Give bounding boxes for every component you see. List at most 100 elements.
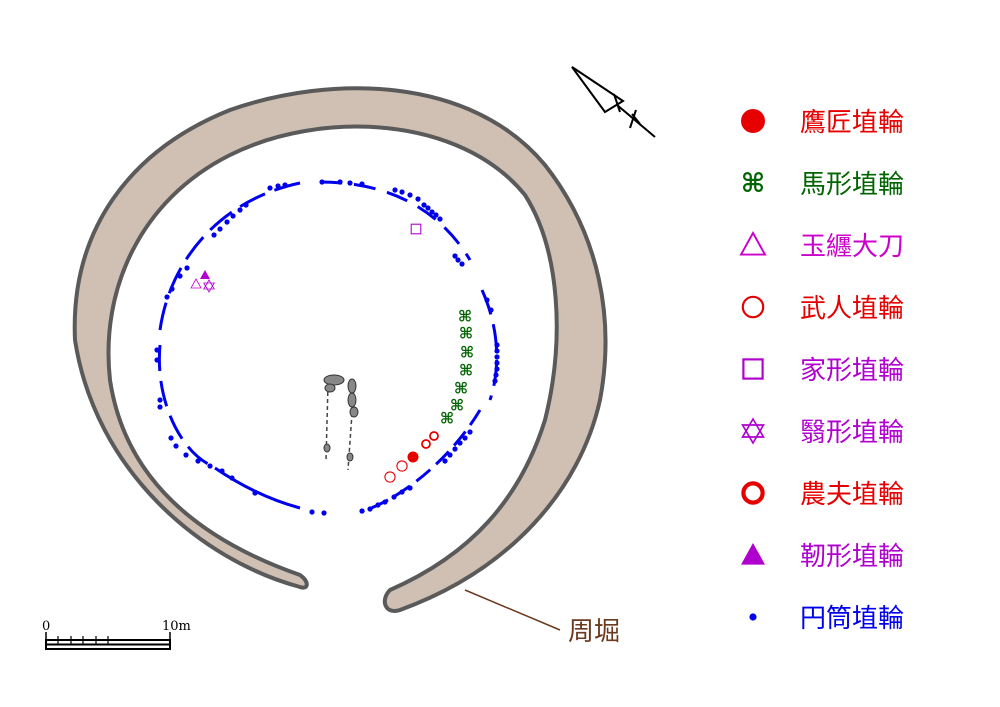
legend-label-house: 家形埴輪 bbox=[800, 356, 904, 386]
legend-label-warrior: 武人埴輪 bbox=[800, 294, 904, 324]
cylinder-haniwa-dot bbox=[467, 429, 473, 435]
warrior-haniwa-marker bbox=[396, 460, 408, 472]
cylinder-marker-icon bbox=[749, 613, 757, 621]
scale-bar: 0 10m bbox=[42, 619, 191, 650]
cylinder-haniwa-dots bbox=[154, 179, 500, 516]
svg-text:⌘: ⌘ bbox=[454, 379, 468, 397]
cylinder-haniwa-dot bbox=[219, 468, 225, 474]
cylinder-haniwa-dot bbox=[309, 509, 315, 515]
legend-item-house: 家形埴輪 bbox=[742, 356, 904, 386]
cylinder-haniwa-dot bbox=[457, 440, 463, 446]
cylinder-haniwa-dot bbox=[243, 202, 249, 208]
cylinder-haniwa-dot bbox=[230, 213, 236, 219]
cylinder-haniwa-dot bbox=[359, 181, 365, 187]
svg-text:⌘: ⌘ bbox=[459, 361, 473, 379]
ki-marker-icon bbox=[741, 417, 765, 445]
cylinder-haniwa-dot bbox=[168, 435, 174, 441]
legend-label-farmer: 農夫埴輪 bbox=[800, 480, 904, 510]
farmer-marker-icon bbox=[741, 481, 765, 505]
farmer-haniwa-marker bbox=[421, 439, 431, 449]
cylinder-haniwa-dot bbox=[452, 253, 458, 259]
cylinder-haniwa-dot bbox=[267, 185, 273, 191]
legend-item-sword: 玉纒大刀 bbox=[739, 231, 904, 262]
cylinder-haniwa-dot bbox=[217, 226, 223, 232]
house-marker-icon bbox=[742, 358, 764, 380]
cylinder-haniwa-dot bbox=[359, 508, 365, 514]
moat-leader-line bbox=[464, 589, 561, 631]
cylinder-haniwa-dot bbox=[429, 209, 435, 215]
cylinder-haniwa-dot bbox=[452, 446, 458, 452]
cylinder-haniwa-dot bbox=[321, 510, 327, 516]
sword-marker-icon bbox=[739, 231, 767, 256]
farmer-haniwa-marker bbox=[429, 431, 439, 441]
haniwa-markers: ⌘⌘⌘⌘⌘⌘⌘ bbox=[190, 223, 474, 483]
cylinder-haniwa-dot bbox=[183, 452, 189, 458]
cylinder-haniwa-dot bbox=[229, 475, 235, 481]
cylinder-haniwa-dot bbox=[347, 180, 353, 186]
cylinder-haniwa-dot bbox=[195, 458, 201, 464]
svg-text:⌘: ⌘ bbox=[459, 324, 473, 342]
cylinder-haniwa-dot bbox=[459, 261, 465, 267]
legend-label-horse: 馬形埴輪 bbox=[800, 170, 904, 200]
cylinder-haniwa-dot bbox=[375, 502, 381, 508]
svg-text:⌘: ⌘ bbox=[460, 343, 474, 361]
cylinder-haniwa-dot bbox=[494, 342, 500, 348]
horse-haniwa-marker: ⌘ bbox=[440, 409, 454, 427]
cylinder-haniwa-dot bbox=[173, 443, 179, 449]
cylinder-haniwa-dot bbox=[425, 205, 431, 211]
horse-haniwa-marker: ⌘ bbox=[450, 396, 464, 414]
ki-haniwa-marker bbox=[203, 279, 215, 293]
legend-item-horse: ⌘ 馬形埴輪 bbox=[741, 168, 904, 200]
cylinder-haniwa-dot bbox=[337, 179, 343, 185]
legend-label-cylinder: 円筒埴輪 bbox=[800, 604, 904, 634]
legend-item-yugi: 靭形埴輪 bbox=[741, 542, 904, 572]
horse-haniwa-marker: ⌘ bbox=[459, 361, 473, 379]
horse-haniwa-marker: ⌘ bbox=[459, 324, 473, 342]
sword-haniwa-marker bbox=[190, 278, 202, 289]
cylinder-haniwa-dot bbox=[494, 354, 500, 360]
hawk-marker-icon bbox=[741, 109, 765, 133]
cylinder-haniwa-dot bbox=[437, 216, 443, 222]
cylinder-haniwa-dot bbox=[484, 297, 490, 303]
cylinder-haniwa-dot bbox=[407, 485, 413, 491]
cylinder-haniwa-dot bbox=[433, 212, 439, 218]
cylinder-haniwa-dot bbox=[157, 404, 163, 410]
cylinder-haniwa-dot bbox=[319, 179, 325, 185]
north-arrow-icon bbox=[571, 66, 656, 138]
legend-item-hawk: 鷹匠埴輪 bbox=[741, 108, 904, 138]
cylinder-haniwa-dot bbox=[207, 463, 213, 469]
svg-text:⌘: ⌘ bbox=[741, 168, 765, 199]
legend-item-farmer: 農夫埴輪 bbox=[741, 480, 904, 510]
cylinder-haniwa-dot bbox=[252, 490, 258, 496]
scale-start-label: 0 bbox=[42, 619, 50, 634]
scale-end-label: 10m bbox=[162, 619, 191, 634]
cylinder-haniwa-dot bbox=[399, 489, 405, 495]
cylinder-haniwa-dot bbox=[169, 286, 175, 292]
burial-chamber bbox=[323, 374, 359, 471]
warrior-haniwa-marker bbox=[384, 471, 396, 483]
cylinder-haniwa-dot bbox=[282, 182, 288, 188]
cylinder-haniwa-dot bbox=[275, 183, 281, 189]
cylinder-haniwa-dot bbox=[462, 435, 468, 441]
cylinder-haniwa-dot bbox=[382, 499, 388, 505]
legend-item-ki: 翳形埴輪 bbox=[741, 417, 904, 448]
cylinder-haniwa-dot bbox=[488, 307, 494, 313]
legend-item-cylinder: 円筒埴輪 bbox=[749, 604, 904, 634]
cylinder-haniwa-dot bbox=[447, 452, 453, 458]
horse-haniwa-marker: ⌘ bbox=[458, 307, 472, 325]
hawk-haniwa-marker bbox=[407, 451, 419, 463]
cylinder-haniwa-dot bbox=[415, 196, 421, 202]
cylinder-haniwa-dot bbox=[177, 273, 183, 279]
cylinder-haniwa-dot bbox=[455, 257, 461, 263]
cylinder-haniwa-dot bbox=[421, 202, 427, 208]
cylinder-haniwa-dot bbox=[407, 192, 413, 198]
legend-item-warrior: 武人埴輪 bbox=[741, 294, 904, 324]
cylinder-haniwa-dot bbox=[494, 348, 500, 354]
legend-label-ki: 翳形埴輪 bbox=[800, 418, 904, 448]
cylinder-haniwa-dot bbox=[154, 357, 160, 363]
legend-label-sword: 玉纒大刀 bbox=[800, 232, 904, 262]
house-haniwa-marker bbox=[410, 223, 422, 235]
horse-haniwa-marker: ⌘ bbox=[454, 379, 468, 397]
yugi-marker-icon bbox=[741, 543, 765, 565]
